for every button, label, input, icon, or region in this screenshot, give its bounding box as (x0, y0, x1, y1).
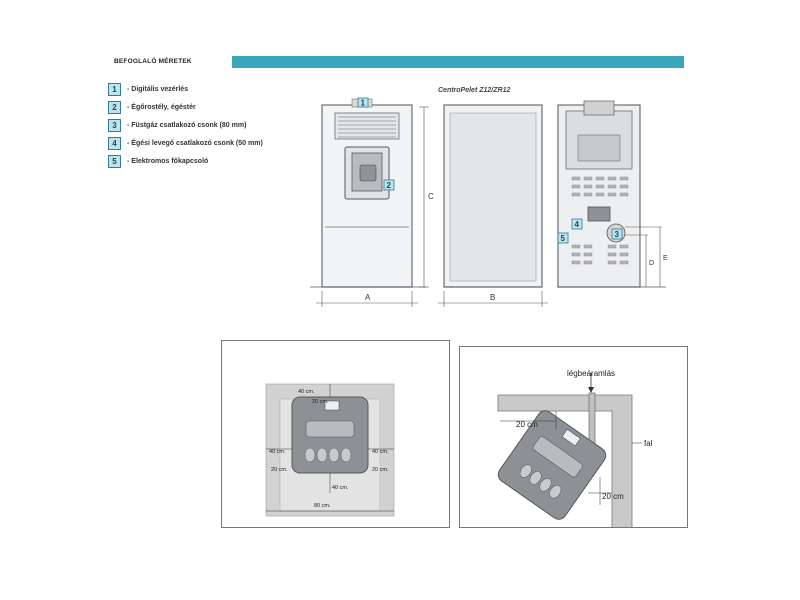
air-inflow-label: légbeáramlás (567, 369, 615, 378)
callout-3-marker (611, 228, 623, 240)
front-view: 1 2 A (310, 97, 426, 307)
legend-text: - Égőrostély, égéstér (127, 103, 196, 111)
dimension-e-label: E (663, 255, 668, 262)
legend: 1 - Digitális vezérlés 2 - Égőrostély, é… (108, 80, 263, 170)
callout-3-label: 3 (615, 230, 620, 239)
section-title: BEFOGLALÓ MÉRETEK (108, 56, 232, 68)
legend-text: - Elektromos főkapcsoló (127, 157, 209, 165)
legend-item: 1 - Digitális vezérlés (108, 80, 263, 98)
rear-view: 4 3 5 D E (557, 100, 668, 288)
model-name: CentroPelet Z12/ZR12 (438, 87, 511, 94)
legend-number: 2 (108, 100, 121, 114)
legend-text: - Füstgáz csatlakozó csonk (80 mm) (127, 121, 247, 129)
legend-number: 3 (108, 118, 121, 132)
legend-number: 5 (108, 154, 121, 168)
callout-2-label: 2 (387, 181, 392, 190)
clearance-right-20: 20 cm. (372, 467, 389, 473)
clearance-plan-frame: 40 cm. 20 cm. 40 cm. 40 cm. 20 cm. 20 cm… (221, 340, 450, 528)
dimension-d-label: D (649, 260, 654, 267)
callout-4-label: 4 (575, 220, 580, 229)
clearance-bottom-80: 80 cm. (314, 503, 331, 509)
corner-clearance-left: 20 cm (516, 420, 538, 429)
section-header-bar: BEFOGLALÓ MÉRETEK (108, 56, 684, 68)
callout-5-label: 5 (561, 234, 566, 243)
callout-2-marker (383, 179, 395, 191)
legend-item: 4 - Égési levegő csatlakozó csonk (50 mm… (108, 134, 263, 152)
clearance-top-40: 40 cm. (298, 389, 315, 395)
clearance-left-20: 20 cm. (271, 467, 288, 473)
height-dimension: C (419, 106, 434, 288)
callout-1-label: 1 (361, 99, 366, 108)
clearance-plan: 40 cm. 20 cm. 40 cm. 40 cm. 20 cm. 20 cm… (265, 383, 395, 517)
side-view: B (438, 104, 548, 307)
callout-5-marker (557, 232, 569, 244)
legend-number: 1 (108, 82, 121, 96)
callout-4-marker (571, 218, 583, 230)
callout-1-marker (357, 97, 369, 108)
legend-item: 3 - Füstgáz csatlakozó csonk (80 mm) (108, 116, 263, 134)
clearance-top-20: 20 cm. (312, 399, 329, 405)
clearance-bottom-40: 40 cm. (332, 485, 349, 491)
legend-item: 2 - Égőrostély, égéstér (108, 98, 263, 116)
legend-number: 4 (108, 136, 121, 150)
dimension-a-label: A (365, 293, 371, 302)
clearance-left-40: 40 cm. (269, 449, 286, 455)
wall-label: fal (644, 439, 653, 448)
legend-item: 5 - Elektromos főkapcsoló (108, 152, 263, 170)
corner-clearance-bottom: 20 cm (602, 492, 624, 501)
corner-install-frame: légbeáramlás fal 20 cm 20 cm (459, 346, 688, 534)
legend-text: - Digitális vezérlés (127, 85, 189, 93)
corner-install-diagram: légbeáramlás fal 20 cm 20 cm (497, 369, 653, 534)
dimension-c-label: C (428, 192, 434, 201)
clearance-right-40: 40 cm. (372, 449, 389, 455)
dimension-b-label: B (490, 293, 495, 302)
legend-text: - Égési levegő csatlakozó csonk (50 mm) (127, 139, 263, 147)
stove-elevation-drawings: 1 2 A C B (310, 97, 668, 307)
